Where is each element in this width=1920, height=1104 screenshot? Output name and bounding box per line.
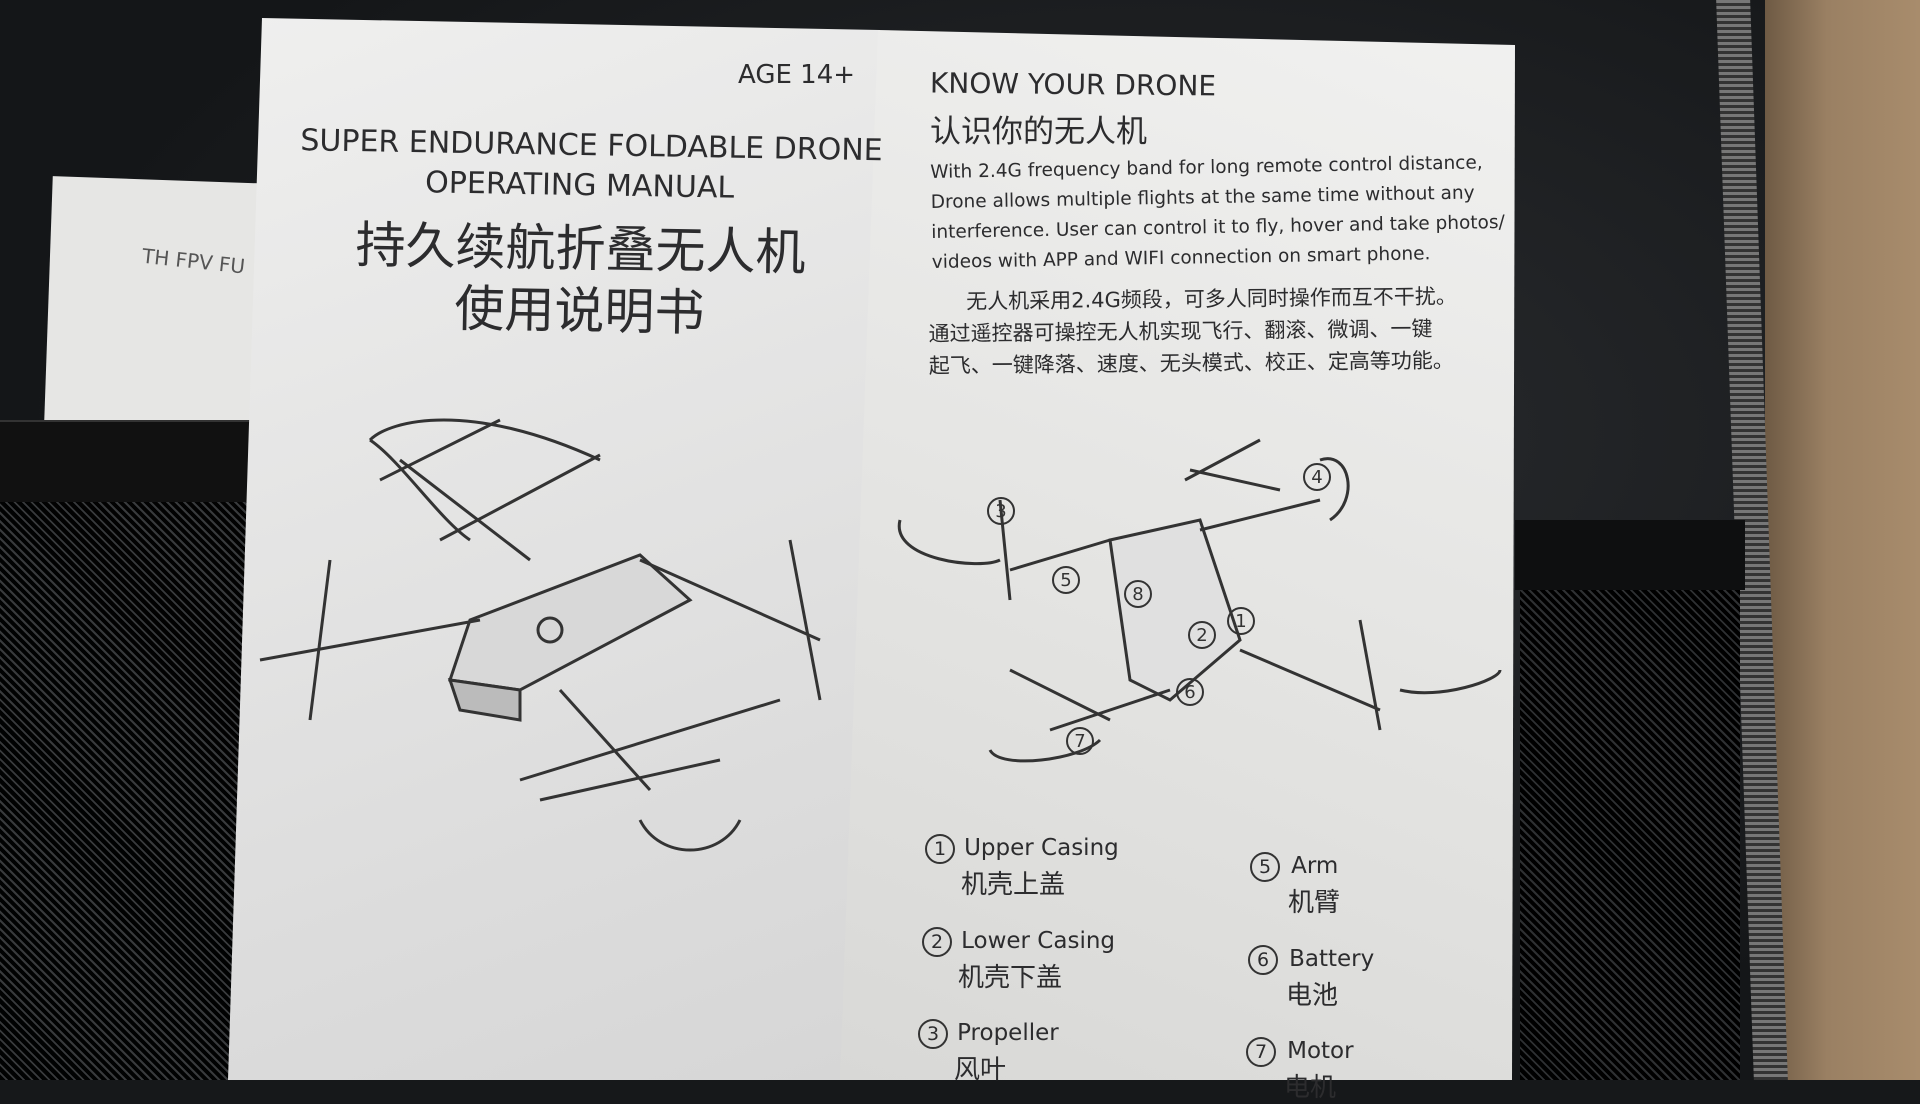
elastic-strap (0, 420, 270, 502)
part-item: 2 Lower Casing 机壳下盖 (922, 927, 1115, 994)
part-number: 7 (1246, 1037, 1276, 1067)
part-name-zh: 电机 (1284, 1073, 1337, 1103)
part-name-en: Propeller (957, 1020, 1059, 1046)
part-name-en: Battery (1289, 946, 1375, 972)
cardboard-box (1765, 0, 1920, 1080)
callout-1: 1 (1235, 611, 1246, 632)
callout-4: 4 (1311, 467, 1322, 488)
part-item: 3 Propeller 风叶 (918, 1019, 1059, 1086)
elastic-strap-right (1515, 520, 1745, 590)
part-name-zh: 机壳下盖 (958, 963, 1063, 993)
part-name-zh: 电池 (1286, 981, 1339, 1011)
part-number: 3 (918, 1019, 948, 1049)
callout-8: 8 (1132, 584, 1143, 605)
part-name-en: Motor (1287, 1038, 1354, 1064)
part-item: 7 Motor 电机 (1246, 1037, 1354, 1104)
mesh-pocket-right (1520, 560, 1740, 1080)
part-item: 5 Arm 机臂 (1250, 852, 1340, 919)
drone-diagram-right: 1 2 3 4 5 6 7 8 (897, 438, 1502, 763)
part-item: 1 Upper Casing 机壳上盖 (925, 834, 1119, 901)
part-name-en: Lower Casing (961, 928, 1116, 954)
part-name-zh: 风叶 (954, 1055, 1007, 1085)
mesh-pocket-left (0, 500, 260, 1080)
part-name-zh: 机臂 (1288, 888, 1341, 918)
part-number: 2 (922, 927, 952, 957)
part-name-en: Upper Casing (964, 835, 1119, 861)
heading-zh: 认识你的无人机 (930, 114, 1147, 150)
callout-6: 6 (1184, 682, 1195, 703)
callout-2: 2 (1196, 625, 1207, 646)
part-number: 6 (1248, 945, 1278, 975)
part-name-zh: 机壳上盖 (961, 870, 1066, 900)
part-number: 5 (1250, 852, 1280, 882)
callout-3: 3 (995, 501, 1006, 522)
manual-left-page (228, 18, 880, 1080)
drone-illustration-left (259, 418, 822, 852)
part-item: 6 Battery 电池 (1248, 945, 1374, 1012)
callout-5: 5 (1060, 570, 1071, 591)
age-label: AGE 14+ (738, 60, 856, 90)
part-number: 1 (925, 834, 955, 864)
part-name-en: Arm (1291, 853, 1339, 879)
callout-7: 7 (1074, 731, 1085, 752)
